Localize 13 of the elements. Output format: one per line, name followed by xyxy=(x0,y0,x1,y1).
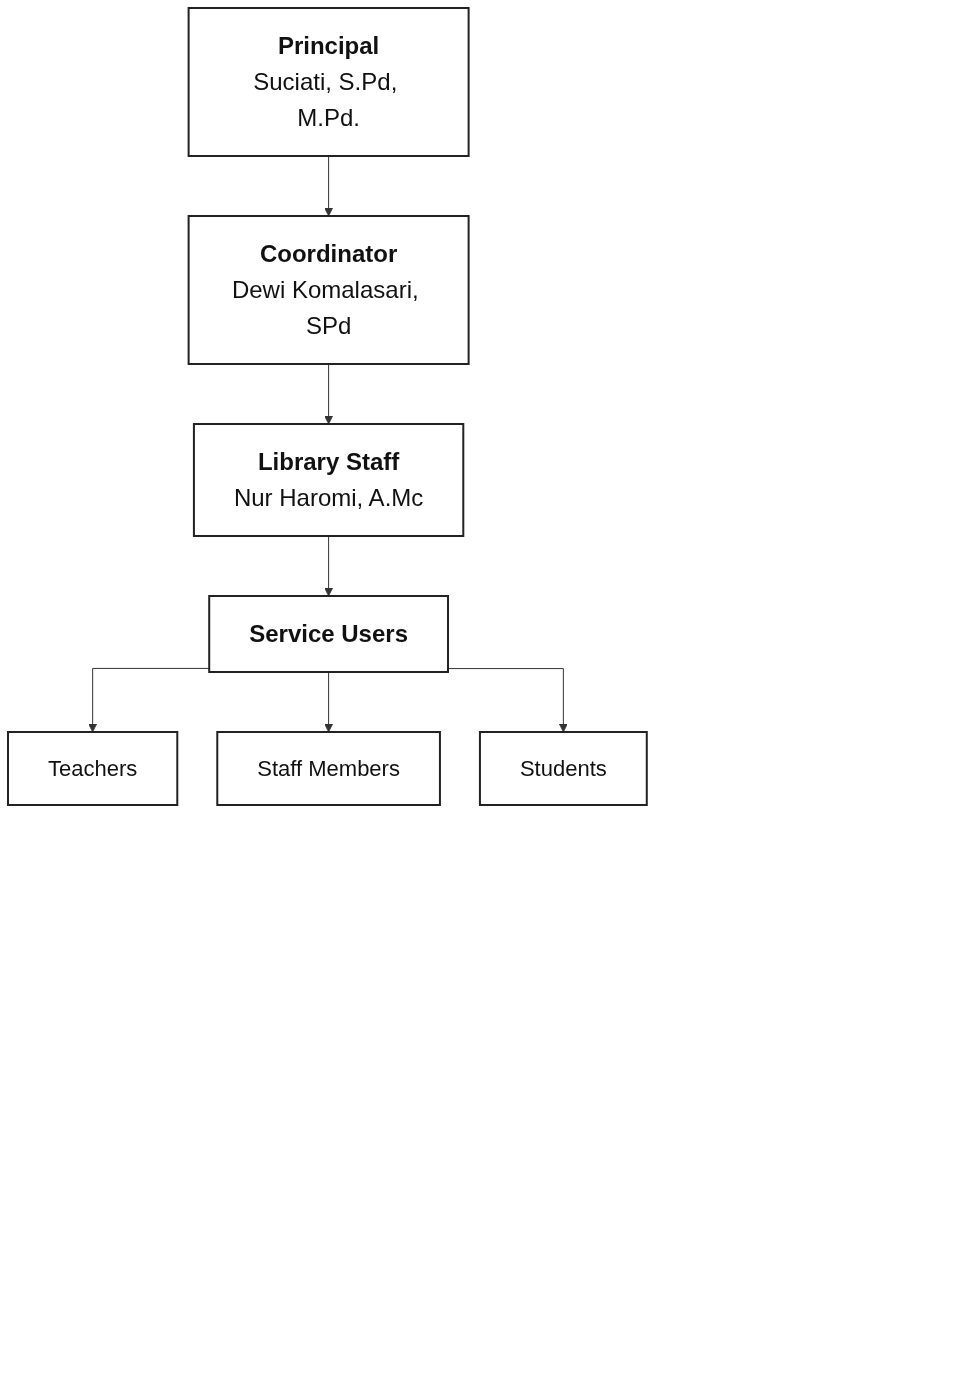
arrow xyxy=(447,668,568,733)
node-box: Service Users xyxy=(208,595,449,673)
node-box: Coordinator Dewi Komalasari, SPd xyxy=(187,215,470,365)
arrow xyxy=(88,667,210,733)
node-box: Students xyxy=(478,731,648,806)
arrow xyxy=(324,363,333,425)
node-box: Library Staff Nur Haromi, A.Mc xyxy=(192,423,465,537)
arrow xyxy=(324,155,333,217)
node-box: Teachers xyxy=(7,731,179,806)
arrow xyxy=(324,671,333,733)
node-box: Principal Suciati, S.Pd, M.Pd. xyxy=(187,7,470,157)
node-box: Staff Members xyxy=(216,731,441,806)
arrow xyxy=(324,535,333,597)
